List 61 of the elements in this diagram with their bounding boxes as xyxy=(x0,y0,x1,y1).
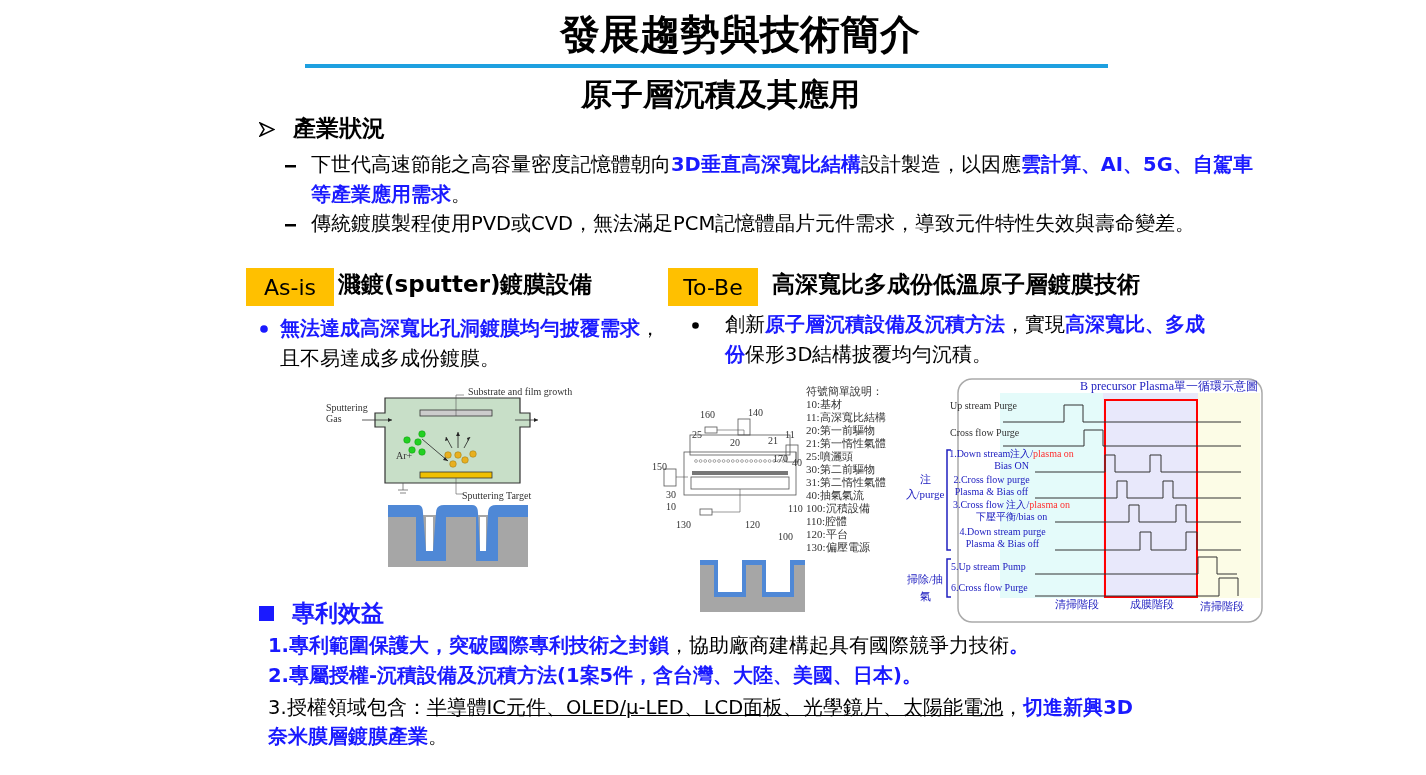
subtitle: 原子層沉積及其應用 xyxy=(579,75,861,114)
figure-label: Sputtering Gas xyxy=(326,402,366,424)
signal-label: 2.Cross flow purge Plasma & Bias off xyxy=(952,474,1031,498)
legend-text: 40:抽氣氣流 xyxy=(806,490,865,501)
title: 發展趨勢與技術簡介 xyxy=(558,10,921,59)
legend-text: 31:第二惰性氣體 xyxy=(806,477,887,488)
bullet-text: 創新原子層沉積設備及沉積方法，實現高深寬比、多成份保形3D結構披覆均勻沉積。 xyxy=(725,312,1206,368)
signal-label: 4.Down stream purge Plasma & Bias off xyxy=(958,526,1047,550)
callout-number: 150 xyxy=(652,462,667,472)
list-item: 3.授權領域包含：半導體IC元件、OLED/μ-LED、LCD面板、光學鏡片、太陽能電池，切進新興3D奈米膜層鍍膜產業。 xyxy=(268,695,1134,750)
legend-text: 110:腔體 xyxy=(806,516,848,527)
figure-label: Substrate and film growth xyxy=(468,386,573,397)
callout-number: 10 xyxy=(666,502,676,512)
figure-label: Ar+ xyxy=(396,450,413,461)
legend-text: 10:基材 xyxy=(806,399,843,410)
tag-box: As-is xyxy=(246,268,334,306)
legend-text: 符號簡單說明： xyxy=(806,386,883,397)
figure-label: Sputtering Target xyxy=(462,490,532,501)
bullet-text: 無法達成高深寬比孔洞鍍膜均勻披覆需求，且不易達成多成份鍍膜。 xyxy=(280,316,661,372)
bullet-text: 傳統鍍膜製程使用PVD或CVD，無法滿足PCM記憶體晶片元件需求，導致元件特性失效與壽命變差。 xyxy=(311,211,1197,237)
phase-label: 清掃階段 xyxy=(1055,598,1099,612)
callout-number: 140 xyxy=(748,408,763,418)
legend-text: 120:平台 xyxy=(806,529,848,540)
section-heading: 濺鍍(sputter)鍍膜設備 xyxy=(338,270,593,299)
legend-text: 20:第一前驅物 xyxy=(806,425,876,436)
signal-label: Up stream Purge xyxy=(950,400,1018,412)
callout-number: 30 xyxy=(666,490,676,500)
callout-number: 110 xyxy=(788,504,803,514)
list-item: 2.專屬授權-沉積設備及沉積方法(1案5件，含台灣、大陸、美國、日本)。 xyxy=(268,663,924,689)
callout-number: 40 xyxy=(792,458,802,468)
callout-number: 130 xyxy=(676,520,691,530)
section-heading: 高深寬比多成份低溫原子層鍍膜技術 xyxy=(772,270,1140,299)
signal-label: Cross flow Purge xyxy=(950,427,1020,439)
signal-label: 5.Up stream Pump xyxy=(951,561,1026,573)
phase-label: 成膜階段 xyxy=(1130,598,1174,612)
callout-number: 100 xyxy=(778,532,793,542)
legend-text: 100:沉積設備 xyxy=(806,503,870,514)
legend-text: 25:噴灑頭 xyxy=(806,451,854,462)
callout-number: 160 xyxy=(700,410,715,420)
callout-number: 20 xyxy=(730,438,740,448)
signal-label: 6.Cross flow Purge xyxy=(951,582,1028,594)
bullet-text: 下世代高速節能之高容量密度記憶體朝向3D垂直高深寬比結構設計製造，以因應雲計算、AI、5G、自駕車等產業應用需求。 xyxy=(311,152,1254,208)
signal-label: 3.Cross flow 注入/plasma on 下壓平衡/bias on xyxy=(951,499,1072,523)
heading: 專利效益 xyxy=(292,599,384,628)
chart-title: B precursor Plasma單一循環示意圖 xyxy=(1080,379,1258,394)
legend-text: 21:第一惰性氣體 xyxy=(806,438,887,449)
list-item: 1.專利範圍保護大，突破國際專利技術之封鎖，協助廠商建構起具有國際競爭力技術。 xyxy=(268,633,1030,659)
signal-label: 1.Down stream注入/plasma on Bias ON xyxy=(949,448,1074,472)
callout-number: 11 xyxy=(785,430,795,440)
heading: 產業狀況 xyxy=(293,114,385,143)
tag-box: To-Be xyxy=(668,268,758,306)
legend-text: 130:偏壓電源 xyxy=(806,542,870,553)
callout-number: 21 xyxy=(768,436,778,446)
phase-label: 清掃階段 xyxy=(1200,600,1244,614)
group-label: 掃除/抽氣 xyxy=(905,572,945,604)
group-label: 注入/purge xyxy=(904,472,946,503)
callout-number: 170 xyxy=(773,454,788,464)
callout-number: 25 xyxy=(692,430,702,440)
legend-text: 30:第二前驅物 xyxy=(806,464,876,475)
callout-number: 120 xyxy=(745,520,760,530)
legend-text: 11:高深寬比結構 xyxy=(806,412,886,423)
